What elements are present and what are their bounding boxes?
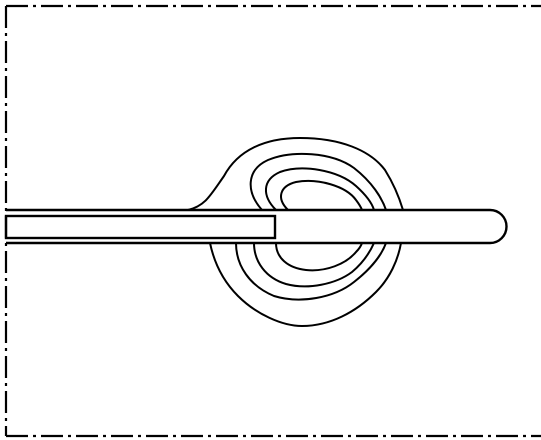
outer-contour-lower [209,242,402,328]
outer-contour [187,136,404,328]
inner-contour-1-upper [280,180,363,211]
inner-contour-2 [253,167,375,288]
middle-contour [235,152,387,301]
outer-contour-upper [187,136,404,211]
middle-contour-lower [235,242,387,301]
inner-insert [4,214,277,240]
inner-contour-1-lower [275,242,363,272]
inner-contour-2-upper [265,167,375,211]
boundary-frame [4,4,541,438]
inner-contour-1 [275,180,363,272]
middle-contour-upper [249,152,387,211]
inner-contour-2-lower [253,242,375,288]
outer-tube [6,208,508,245]
